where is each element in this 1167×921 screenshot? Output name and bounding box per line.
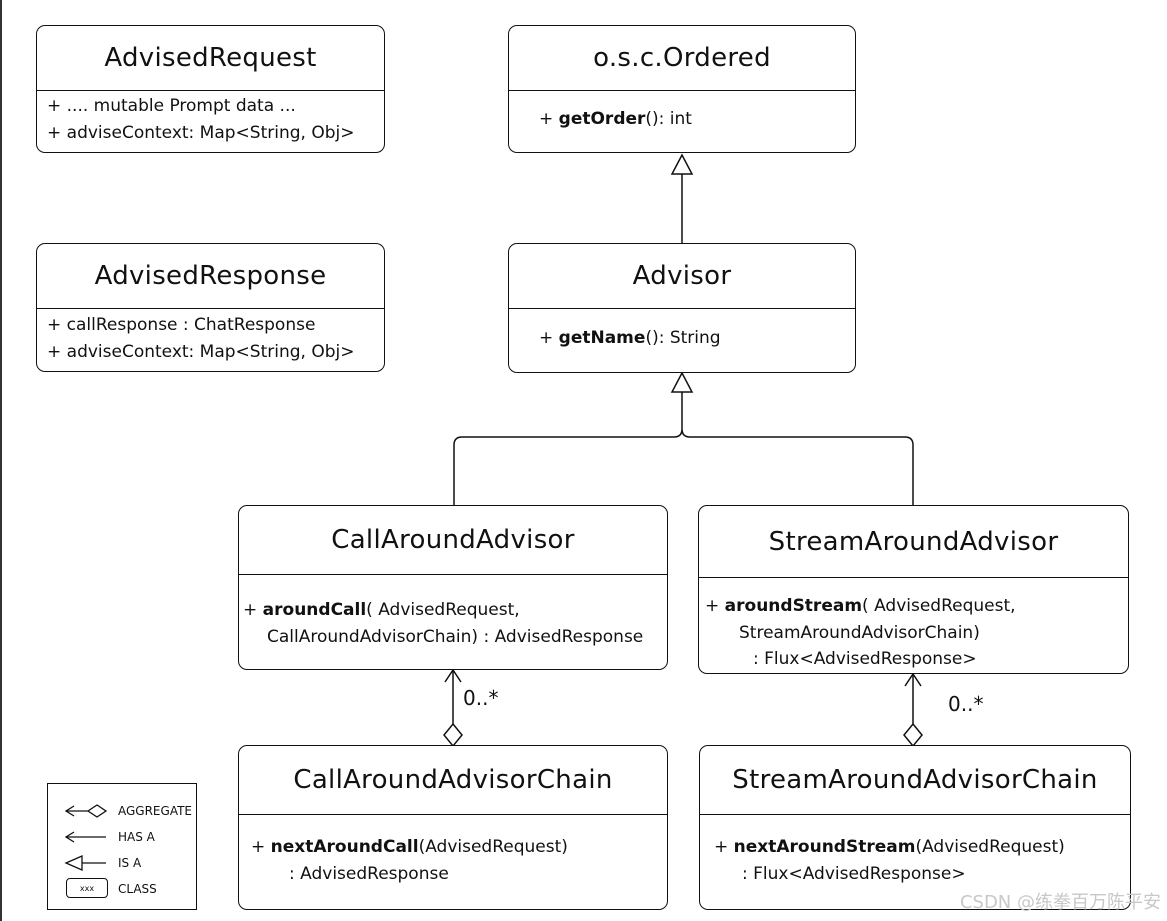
method-name: nextAroundStream (733, 837, 916, 857)
legend-class-sample: xxx (66, 878, 108, 898)
stream-aggregation-diamond (903, 722, 923, 748)
member-line: + adviseContext: Map<String, Obj> (47, 123, 355, 143)
legend: AGGREGATE HAS A IS A xxx CLASS (47, 783, 197, 910)
method-line: + aroundCall( AdvisedRequest, (243, 600, 520, 620)
method-name: aroundStream (724, 596, 863, 616)
around-advisors-extend-advisor-line (453, 392, 914, 505)
page-left-border (0, 0, 2, 921)
method-continuation: : AdvisedResponse (289, 864, 449, 884)
member-line: + callResponse : ChatResponse (47, 315, 316, 335)
legend-symbols (64, 804, 108, 871)
legend-aggregate-label: AGGREGATE (118, 804, 193, 818)
method-line: + nextAroundStream(AdvisedRequest) (714, 837, 1065, 857)
method-line: + getName(): String (539, 328, 721, 348)
stream-around-advisor-interface: StreamAroundAdvisor + aroundStream( Advi… (698, 505, 1129, 674)
method-continuation: : Flux<AdvisedResponse> (753, 649, 977, 669)
call-aggregation-arrow (444, 668, 462, 683)
class-name: AdvisedResponse (37, 244, 384, 309)
method-continuation: StreamAroundAdvisorChain) (739, 623, 980, 643)
advised-response-class: AdvisedResponse + callResponse : ChatRes… (36, 243, 385, 372)
class-name: o.s.c.Ordered (509, 26, 855, 91)
call-aggregation-diamond (443, 722, 463, 748)
call-multiplicity: 0..* (463, 686, 499, 710)
is-a-symbol-icon (64, 855, 106, 871)
advisor-interface: Advisor + getName(): String (508, 243, 856, 373)
legend-has-a-label: HAS A (118, 830, 155, 844)
call-around-advisor-chain-interface: CallAroundAdvisorChain + nextAroundCall(… (238, 745, 668, 910)
method-line: + getOrder(): int (539, 109, 692, 129)
has-a-symbol-icon (64, 831, 106, 843)
class-name: AdvisedRequest (37, 26, 384, 91)
advisor-generalization-arrowhead (670, 371, 694, 393)
method-line: + nextAroundCall(AdvisedRequest) (251, 837, 568, 857)
class-name: CallAroundAdvisorChain (239, 746, 667, 815)
legend-is-a-label: IS A (118, 856, 142, 870)
method-line: + aroundStream( AdvisedRequest, (705, 596, 1016, 616)
ordered-generalization-arrowhead (670, 153, 694, 175)
advised-request-class: AdvisedRequest + .... mutable Prompt dat… (36, 25, 385, 153)
aggregate-symbol-icon (64, 804, 108, 818)
method-name: nextAroundCall (270, 837, 419, 857)
method-name: getName (558, 328, 646, 348)
method-continuation: : Flux<AdvisedResponse> (742, 864, 966, 884)
ordered-interface: o.s.c.Ordered + getOrder(): int (508, 25, 856, 153)
legend-class-label: CLASS (118, 882, 157, 896)
member-line: + .... mutable Prompt data ... (47, 96, 296, 116)
class-name: StreamAroundAdvisorChain (700, 746, 1130, 815)
class-name: Advisor (509, 244, 855, 309)
method-name: getOrder (558, 109, 646, 129)
stream-multiplicity: 0..* (948, 692, 984, 716)
class-name: StreamAroundAdvisor (699, 506, 1128, 578)
stream-around-advisor-chain-interface: StreamAroundAdvisorChain + nextAroundStr… (699, 745, 1131, 910)
method-name: aroundCall (262, 600, 367, 620)
method-continuation: CallAroundAdvisorChain) : AdvisedRespons… (267, 627, 644, 647)
stream-aggregation-arrow (904, 672, 922, 687)
call-around-advisor-interface: CallAroundAdvisor + aroundCall( AdvisedR… (238, 505, 668, 670)
class-name: CallAroundAdvisor (239, 506, 667, 575)
watermark: CSDN @练拳百万陈平安 (959, 892, 1161, 913)
member-line: + adviseContext: Map<String, Obj> (47, 342, 355, 362)
